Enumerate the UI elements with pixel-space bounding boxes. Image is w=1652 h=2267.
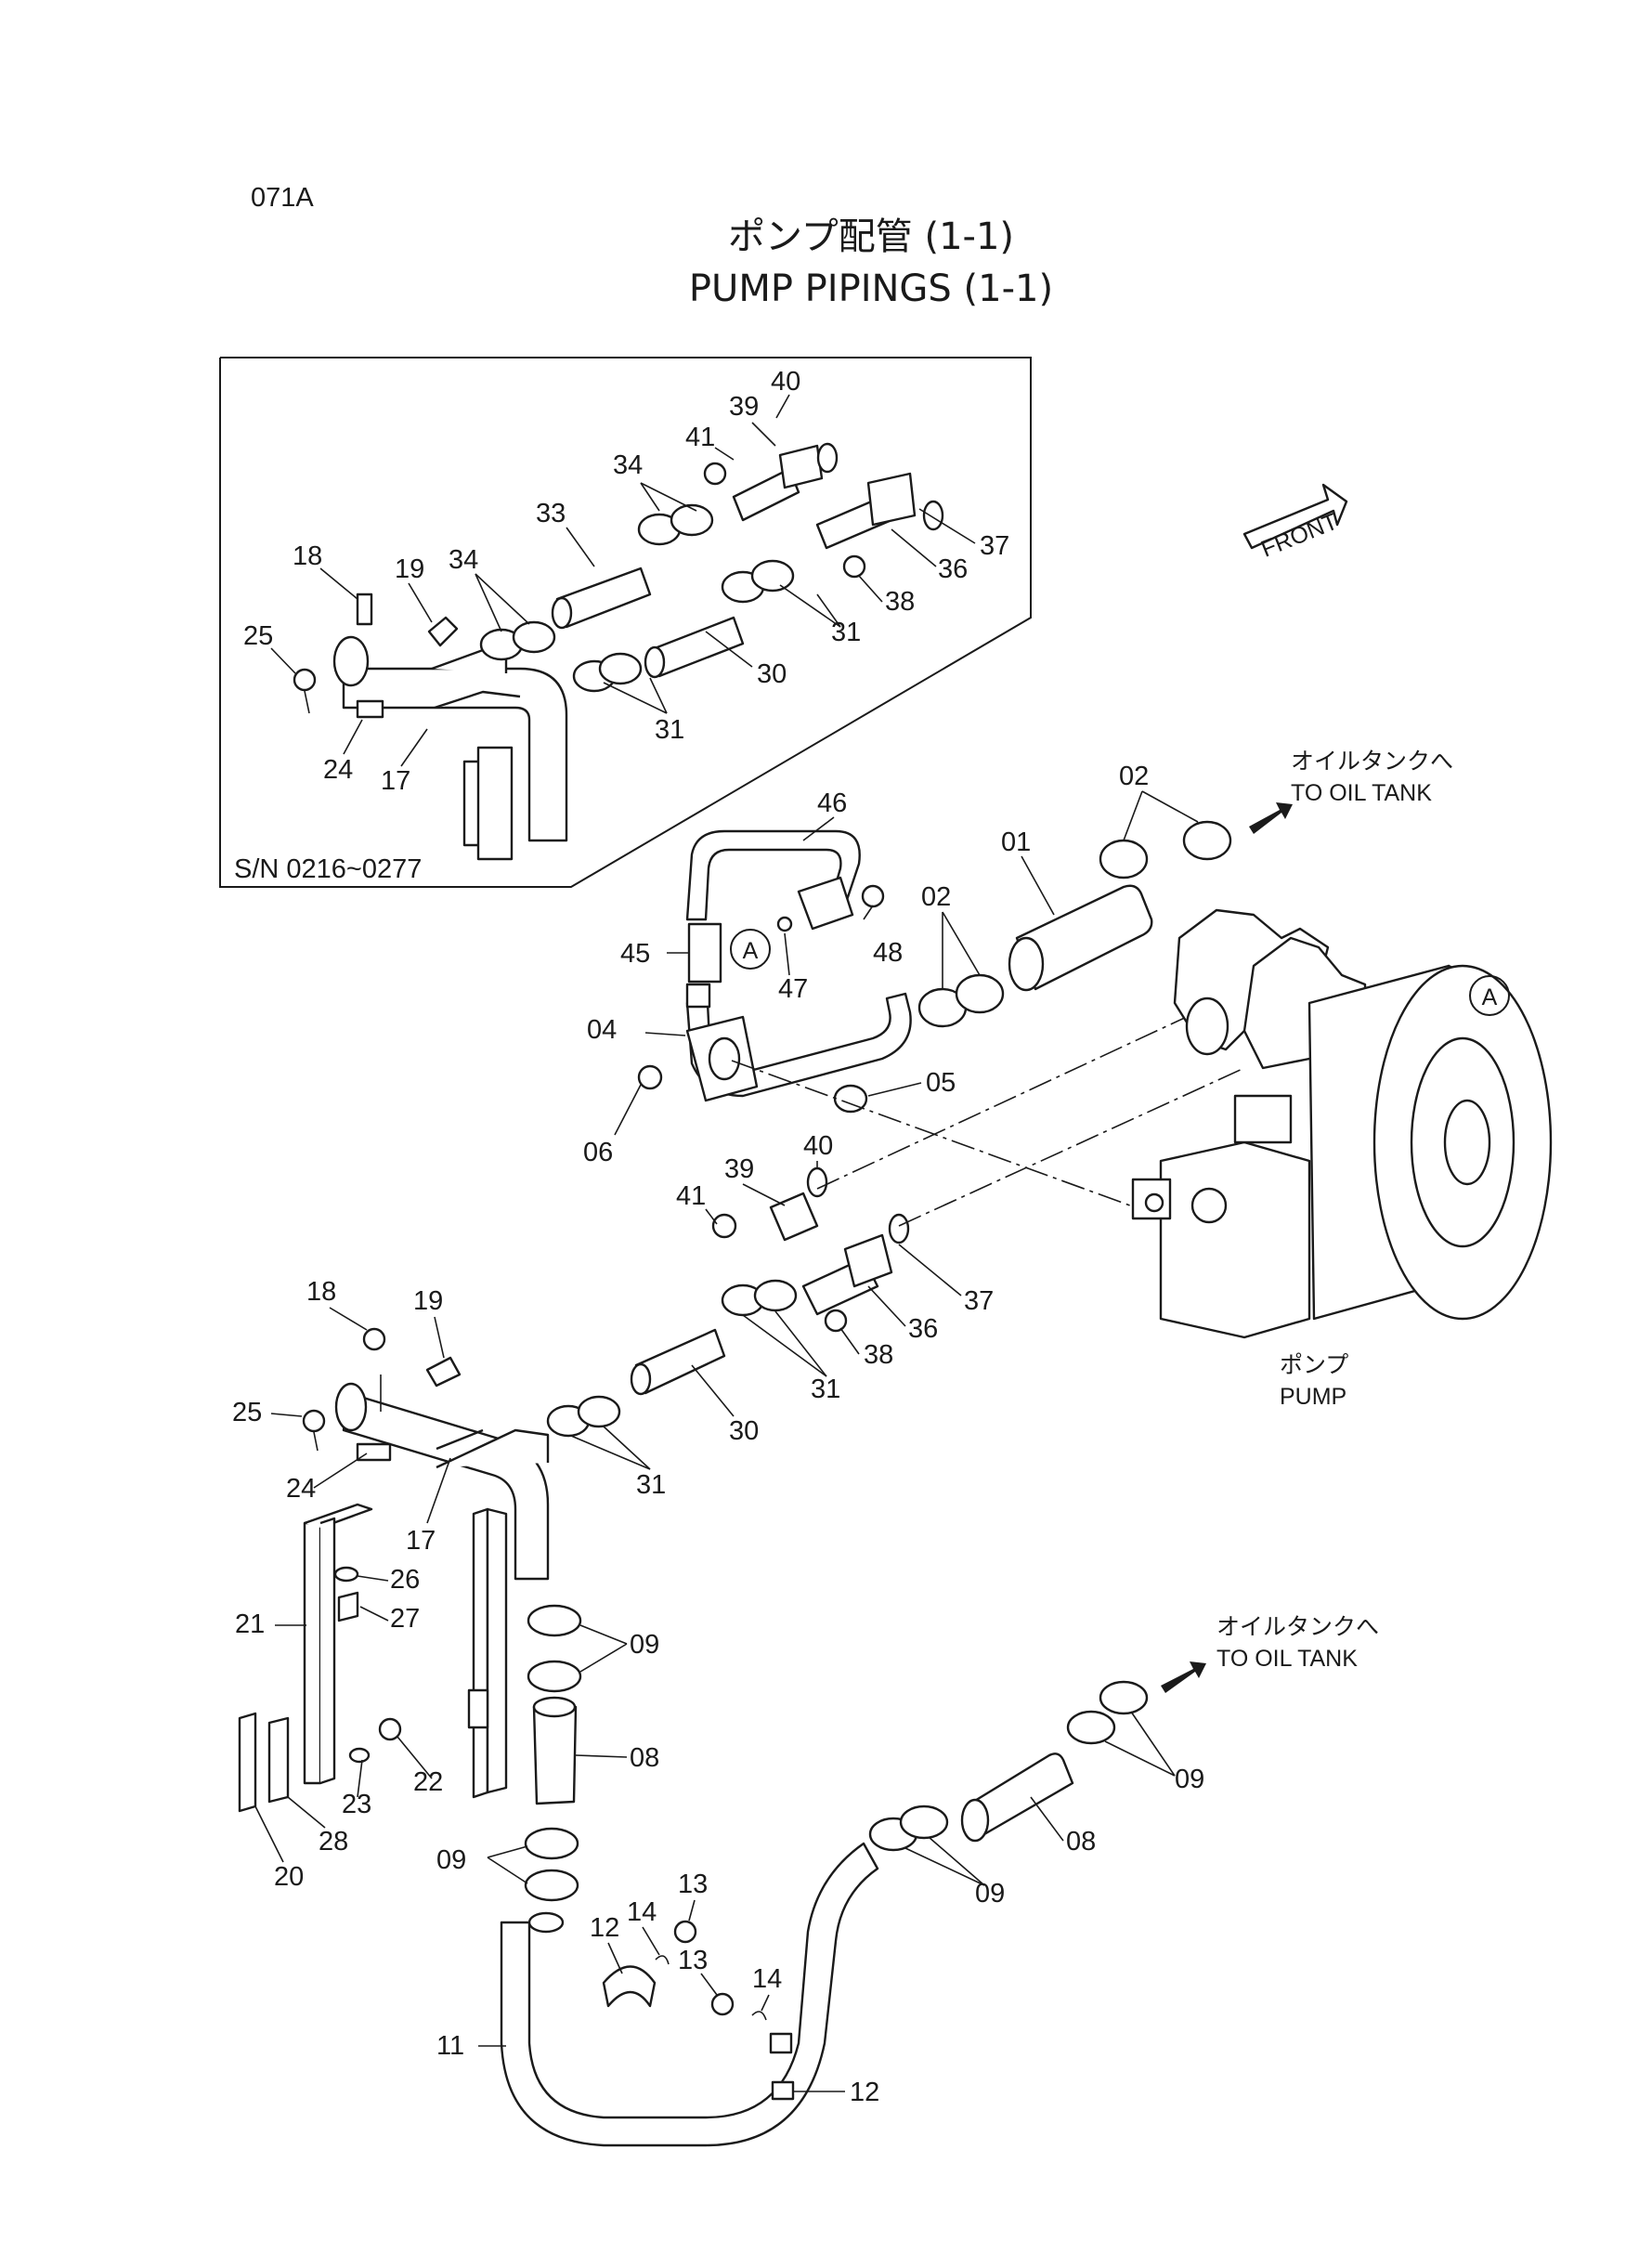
- callout-25: 25: [243, 621, 273, 651]
- pump-body: [1131, 908, 1553, 1339]
- flow-arrow-icon: [1161, 1661, 1206, 1693]
- callout-41: 41: [685, 423, 715, 452]
- callout-40: 40: [771, 367, 800, 397]
- callout-34: 34: [613, 450, 643, 480]
- inset-fittings: [293, 442, 944, 719]
- callout-09: 09: [436, 1845, 466, 1875]
- callout-02: 02: [1119, 762, 1149, 791]
- page-code: 071A: [251, 183, 314, 213]
- callout-26: 26: [390, 1565, 420, 1595]
- to-tank-en-upper: TO OIL TANK: [1291, 780, 1432, 806]
- callout-45: 45: [620, 939, 650, 969]
- callout-31: 31: [655, 715, 684, 745]
- callout-46: 46: [817, 788, 847, 818]
- callout-31: 31: [831, 618, 861, 647]
- upper-main-callouts: 46 02 01 48 45 47 02 04 05 06 40 39 41 3…: [570, 762, 1199, 1500]
- callout-13: 13: [678, 1870, 708, 1899]
- pump-label-jp: ポンプ: [1280, 1352, 1348, 1378]
- title-english: PUMP PIPINGS (1-1): [689, 267, 1053, 310]
- callout-05: 05: [926, 1068, 956, 1098]
- inset-callouts: 40 39 41 34 33 37 36 38 31 30 18 19 34 2…: [243, 367, 1009, 796]
- inset-tee-pipe-17: [332, 635, 568, 861]
- callout-27: 27: [390, 1604, 420, 1634]
- callout-22: 22: [413, 1767, 443, 1797]
- front-arrow-icon: FRONT: [1242, 483, 1348, 563]
- callout-14: 14: [752, 1964, 782, 1994]
- callout-02: 02: [921, 882, 951, 912]
- flow-arrow-icon: [1249, 802, 1293, 834]
- callout-08: 08: [630, 1743, 659, 1773]
- callout-23: 23: [342, 1790, 371, 1819]
- callout-39: 39: [724, 1154, 754, 1184]
- callout-18: 18: [293, 541, 322, 571]
- callout-24: 24: [323, 755, 353, 785]
- callout-24: 24: [286, 1474, 316, 1504]
- upper-pipe-assembly: [546, 820, 1245, 1438]
- callout-36: 36: [908, 1314, 938, 1344]
- callout-38: 38: [864, 1340, 893, 1370]
- callout-08: 08: [1066, 1827, 1096, 1857]
- callout-31: 31: [811, 1375, 840, 1404]
- pump-label-en: PUMP: [1280, 1384, 1346, 1410]
- callout-17: 17: [381, 766, 410, 796]
- to-tank-jp-lower: オイルタンクへ: [1216, 1614, 1379, 1640]
- to-tank-jp-upper: オイルタンクへ: [1291, 749, 1453, 775]
- inset-border: [219, 357, 1032, 888]
- callout-47: 47: [778, 974, 808, 1004]
- inset-variant-box: S/N 0216~0277: [219, 357, 1032, 888]
- callout-17: 17: [406, 1526, 436, 1556]
- svg-text:A: A: [743, 938, 759, 964]
- callout-37: 37: [964, 1286, 994, 1316]
- callout-14: 14: [627, 1897, 657, 1927]
- callout-33: 33: [536, 499, 566, 528]
- callout-09: 09: [1175, 1765, 1204, 1794]
- callout-41: 41: [676, 1181, 706, 1211]
- ref-a-marker-left: A: [730, 929, 771, 970]
- callout-30: 30: [729, 1416, 759, 1446]
- callout-12: 12: [590, 1913, 619, 1943]
- to-tank-en-lower: TO OIL TANK: [1216, 1646, 1358, 1672]
- callout-28: 28: [319, 1827, 348, 1857]
- callout-21: 21: [235, 1609, 265, 1639]
- lower-tee-pipe-assembly: [238, 1327, 1149, 2147]
- callout-01: 01: [1001, 827, 1031, 857]
- callout-06: 06: [583, 1138, 613, 1167]
- serial-range-label: S/N 0216~0277: [234, 854, 422, 884]
- callout-13: 13: [678, 1946, 708, 1975]
- callout-04: 04: [587, 1015, 617, 1045]
- callout-40: 40: [803, 1131, 833, 1161]
- ref-a-marker-right: A: [1469, 975, 1510, 1016]
- callout-09: 09: [630, 1630, 659, 1660]
- callout-48: 48: [873, 938, 903, 968]
- callout-39: 39: [729, 392, 759, 422]
- callout-20: 20: [274, 1862, 304, 1892]
- callout-38: 38: [885, 587, 915, 617]
- callout-12: 12: [850, 2078, 879, 2107]
- callout-31: 31: [636, 1470, 666, 1500]
- callout-25: 25: [232, 1398, 262, 1427]
- svg-text:A: A: [1482, 984, 1498, 1010]
- callout-19: 19: [395, 554, 424, 584]
- callout-30: 30: [757, 659, 787, 689]
- callout-19: 19: [413, 1286, 443, 1316]
- callout-36: 36: [938, 554, 968, 584]
- callout-34: 34: [449, 545, 478, 575]
- callout-37: 37: [980, 531, 1009, 561]
- title-japanese: ポンプ配管 (1-1): [728, 215, 1014, 258]
- callout-11: 11: [436, 2031, 464, 2061]
- lower-main-callouts: 18 19 25 24 17 26 27 21 09 08 22 23 28 2…: [232, 1277, 1204, 2107]
- callout-18: 18: [306, 1277, 336, 1307]
